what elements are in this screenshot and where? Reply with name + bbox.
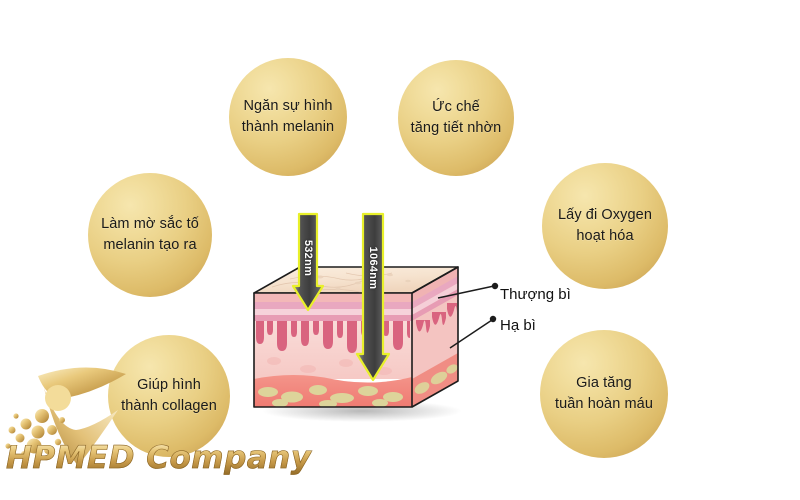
- benefit-bubble-label: Ức chế tăng tiết nhờn: [410, 99, 502, 136]
- logo-bead: [45, 385, 71, 411]
- logo-dot-trail: [5, 409, 65, 457]
- benefit-bubble-form-collagen[interactable]: Giúp hình thành collagen: [108, 335, 230, 457]
- skin-cross-section-diagram: [250, 245, 490, 422]
- leader-line-epidermis: [436, 272, 502, 300]
- benefit-bubble-label: Giúp hình thành collagen: [121, 377, 217, 414]
- benefit-bubble-prevent-melanin[interactable]: Ngăn sự hình thành melanin: [229, 58, 347, 176]
- label-epidermis: Thượng bì: [500, 286, 571, 303]
- skin-side-face: [412, 267, 458, 407]
- benefit-bubble-label: Ngăn sự hình thành melanin: [241, 98, 335, 135]
- hpmed-logo-mark: [0, 358, 270, 498]
- fat-lobules: [258, 385, 403, 407]
- benefit-bubble-label: Gia tăng tuần hoàn máu: [554, 375, 654, 412]
- benefit-bubble-fade-melanin[interactable]: Làm mờ sắc tố melanin tạo ra: [88, 173, 212, 297]
- dermal-papillae: [256, 321, 410, 353]
- laser-arrow-1064nm: 1064nm: [355, 212, 392, 396]
- benefit-bubble-remove-oxygen[interactable]: Lấy đi Oxygen hoạt hóa: [542, 163, 668, 289]
- logo-swoosh-lower: [44, 388, 118, 466]
- benefit-bubble-boost-circulation[interactable]: Gia tăng tuần hoàn máu: [540, 330, 668, 458]
- skin-front-face: [254, 293, 412, 407]
- benefit-bubble-label: Lấy đi Oxygen hoạt hóa: [558, 207, 652, 244]
- leader-line-dermis: [448, 310, 502, 352]
- benefit-bubble-label: Làm mờ sắc tố melanin tạo ra: [101, 216, 199, 253]
- laser-arrow-532nm: 532nm: [291, 212, 326, 326]
- label-dermis: Hạ bì: [500, 317, 536, 334]
- hpmed-wordmark: HPMED Company: [6, 440, 312, 477]
- benefit-bubble-inhibit-sebum[interactable]: Ức chế tăng tiết nhờn: [398, 60, 514, 176]
